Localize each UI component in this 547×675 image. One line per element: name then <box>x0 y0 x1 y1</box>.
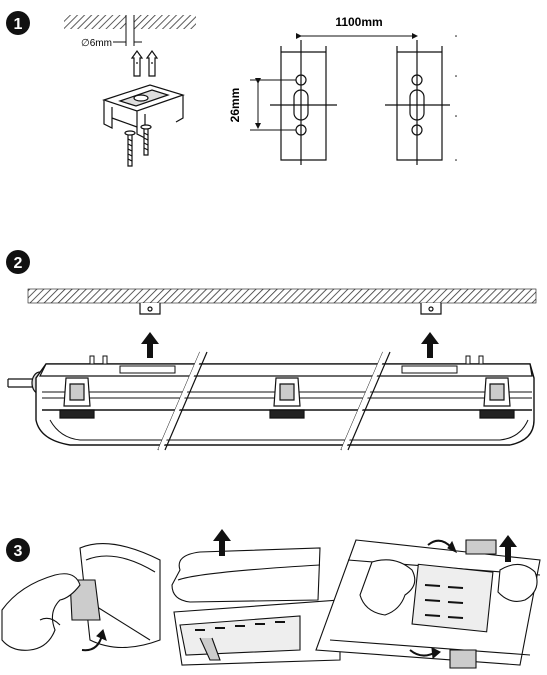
break-lines <box>157 351 391 451</box>
ceiling-bracket-icon <box>139 303 442 315</box>
up-arrow-icon <box>213 529 231 556</box>
up-arrow-icon <box>141 332 439 358</box>
wall-plug-icon <box>130 49 159 77</box>
open-clip-panel <box>1 543 161 652</box>
step-2-number: 2 <box>14 255 23 272</box>
hand-icon <box>359 559 416 616</box>
mounting-bracket-icon <box>102 84 185 139</box>
hand-icon <box>497 563 538 602</box>
step-1-badge <box>6 11 30 35</box>
ceiling-surface <box>27 288 537 304</box>
fixture-clip-icon <box>59 377 515 419</box>
slot-height-label: 26mm <box>228 88 242 123</box>
step-3-badge <box>6 538 30 562</box>
release-tray-panel <box>315 535 541 669</box>
screw-icon <box>124 124 152 167</box>
step-1-number: 1 <box>14 16 23 33</box>
dotted-marks <box>455 35 457 161</box>
step-3-number: 3 <box>14 543 23 560</box>
spacing-label: 1100mm <box>335 15 382 29</box>
step-3: 3 <box>1 529 541 669</box>
bracket-plate-right <box>385 40 450 165</box>
drilled-ceiling <box>64 15 196 46</box>
dimension-lines <box>250 33 418 131</box>
fixture-cable <box>8 378 32 388</box>
bracket-plate-left <box>270 40 337 165</box>
up-arrow-icon <box>499 535 517 562</box>
hole-diameter-label: ∅6mm <box>81 38 112 49</box>
step-2-badge <box>6 250 30 274</box>
step-1: 1 ∅6mm <box>6 11 457 167</box>
remove-cover-panel <box>171 529 341 666</box>
step-2: 2 <box>6 250 537 451</box>
hand-icon <box>1 573 81 651</box>
